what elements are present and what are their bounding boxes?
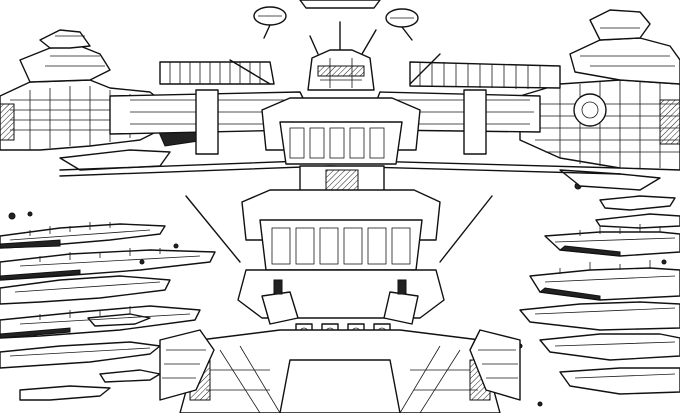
left-fleet-detail xyxy=(9,222,201,357)
right-background-fleet xyxy=(517,182,680,407)
antenna-masts xyxy=(185,21,493,263)
central-tower-ship xyxy=(179,49,501,413)
upper-right-battleship xyxy=(519,9,680,191)
top-pods xyxy=(253,0,419,41)
left-background-fleet xyxy=(0,211,216,401)
lower-side-engines xyxy=(159,329,521,401)
right-fleet-ship xyxy=(519,195,680,395)
right-fleet-detail xyxy=(534,224,676,379)
left-fleet-shadow xyxy=(0,211,179,339)
